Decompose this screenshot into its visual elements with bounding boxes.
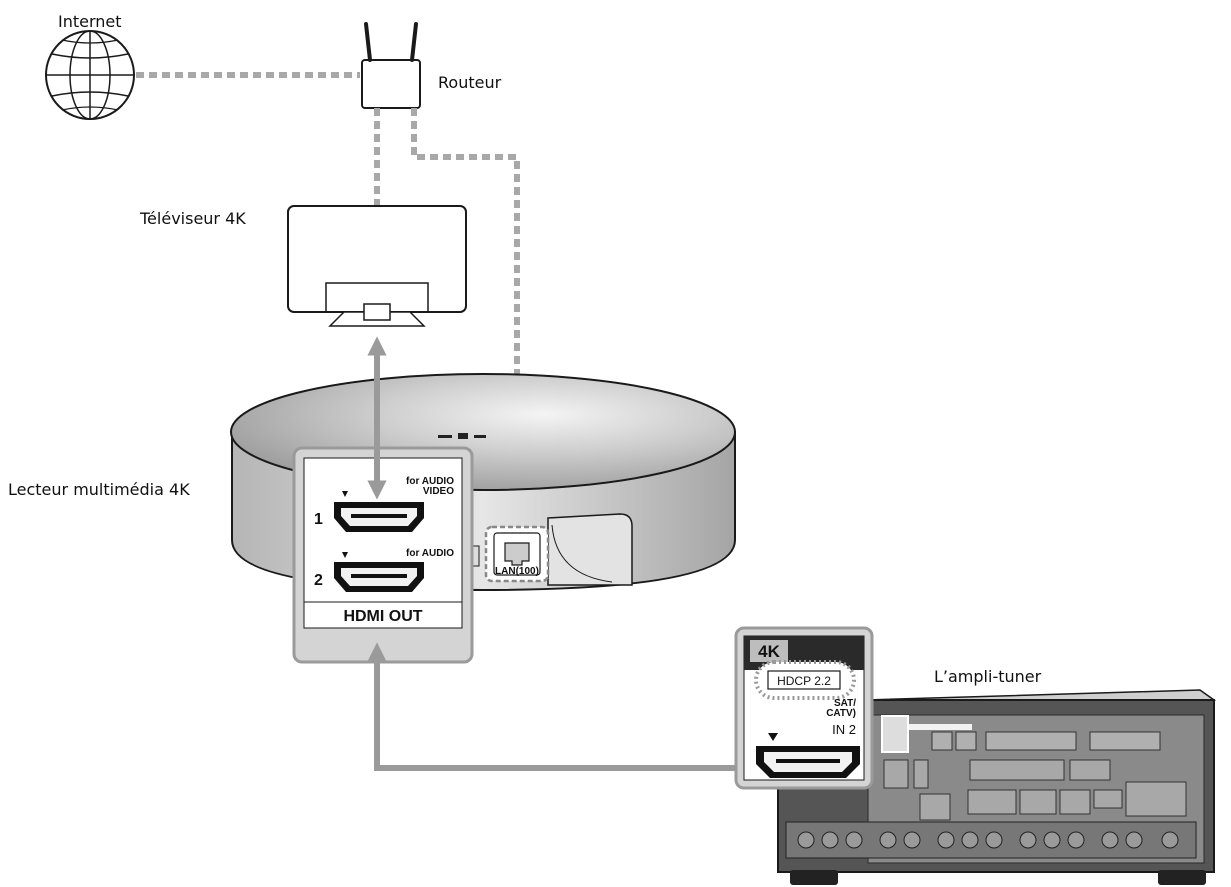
hdmi-in-panel: 4K HDCP 2.2 SAT/ CATV) IN 2	[734, 626, 874, 790]
hdmi-in-port-icon	[756, 746, 860, 778]
lan-port: LAN(100)	[484, 525, 550, 583]
speaker-terminals-icon	[931, 731, 1161, 751]
internet-label: Internet	[58, 12, 122, 31]
lan-label: LAN(100)	[495, 566, 539, 577]
hdmi-out-panel: 1 for AUDIO VIDEO 2 for AUDIO HDMI OUT	[292, 446, 474, 664]
hdmi-cable-receiver	[367, 642, 755, 778]
globe-icon	[45, 30, 135, 120]
hdmi-port-2-icon	[334, 562, 424, 592]
router-lan-link	[411, 108, 520, 533]
hdmi-port-1-caption-line1: for AUDIO	[406, 476, 454, 487]
hdmi-port-1-number: 1	[314, 511, 323, 528]
hdmi-out-title: HDMI OUT	[343, 608, 422, 625]
player-label: Lecteur multimédia 4K	[8, 480, 190, 499]
router-icon	[361, 22, 421, 109]
input-caption-line1: SAT/	[834, 698, 856, 709]
input-caption-line2: CATV)	[826, 708, 856, 719]
router-label: Routeur	[438, 73, 502, 92]
hdmi-port-1-icon	[334, 502, 424, 532]
tv-label: Téléviseur 4K	[139, 209, 246, 228]
hdcp-label: HDCP 2.2	[777, 674, 831, 688]
hdmi-port-2-caption: for AUDIO	[406, 548, 454, 559]
4k-badge: 4K	[758, 642, 780, 661]
input-number: IN 2	[832, 722, 856, 737]
tv-icon	[287, 205, 467, 327]
brand-logo-icon	[438, 433, 486, 439]
hdmi-port-2-number: 2	[314, 572, 323, 589]
receiver-label: L’ampli-tuner	[934, 667, 1042, 686]
hdmi-port-1-caption-line2: VIDEO	[423, 486, 454, 497]
